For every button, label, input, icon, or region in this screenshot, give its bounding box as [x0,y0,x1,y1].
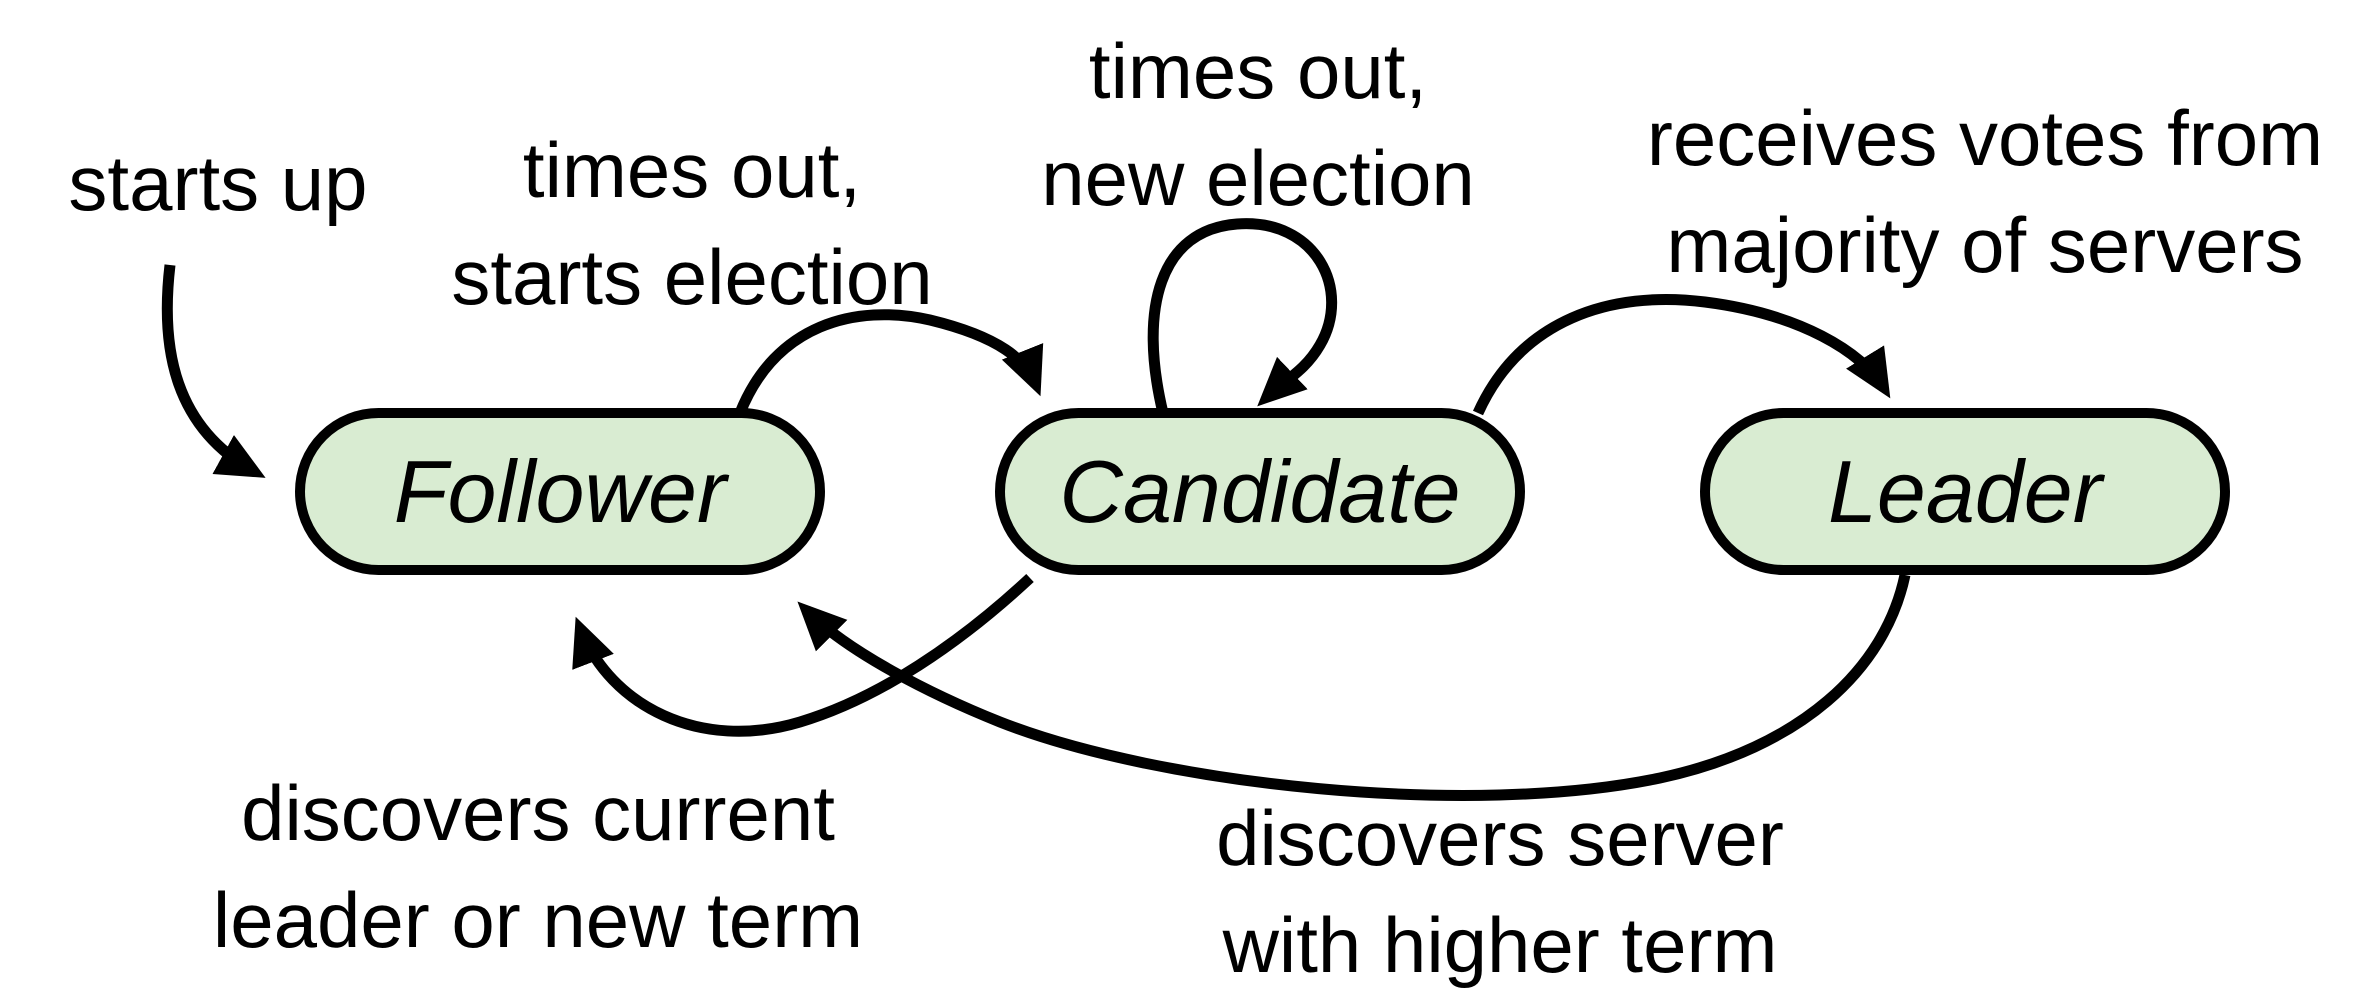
follower-to-candidate-arrow [734,309,1044,416]
candidate-to-follower-arrow [572,573,1034,737]
candidate-to-leader-arrow [1472,294,1891,416]
candidate-self-loop-arrow [1147,218,1338,415]
discovers-higher-term-line2: with higher term [1222,901,1778,989]
label-discovers-current-leader: discovers current leader or new term [213,769,863,964]
leader-pill [1700,408,2230,575]
state-node-leader: Leader [1700,408,2230,575]
state-node-follower: Follower [295,408,825,575]
label-times-out-new-election: times out, new election [1041,27,1475,222]
label-times-out-starts-election: times out, starts election [451,126,932,321]
candidate-label: Candidate [1059,442,1460,541]
leader-label: Leader [1828,442,2106,541]
follower-pill [295,408,825,575]
times-out-starts-election-line1: times out, [523,126,861,214]
times-out-new-election-line1: times out, [1089,27,1427,115]
state-node-candidate: Candidate [995,408,1525,575]
receives-votes-line1: receives votes from [1647,94,2323,182]
discovers-current-leader-line1: discovers current [241,769,835,857]
label-starts-up: starts up [68,139,367,227]
candidate-pill [995,408,1525,575]
discovers-higher-term-line1: discovers server [1216,794,1784,882]
times-out-new-election-line2: new election [1041,134,1475,222]
discovers-current-leader-line2: leader or new term [213,876,863,964]
follower-label: Follower [394,442,730,541]
leader-to-follower-arrow [797,573,1911,801]
starts-up-text: starts up [68,139,367,227]
receives-votes-line2: majority of servers [1666,201,2303,289]
starts-up-arrow [161,264,266,478]
times-out-starts-election-line2: starts election [451,233,932,321]
label-receives-votes: receives votes from majority of servers [1647,94,2323,289]
label-discovers-higher-term: discovers server with higher term [1216,794,1784,989]
